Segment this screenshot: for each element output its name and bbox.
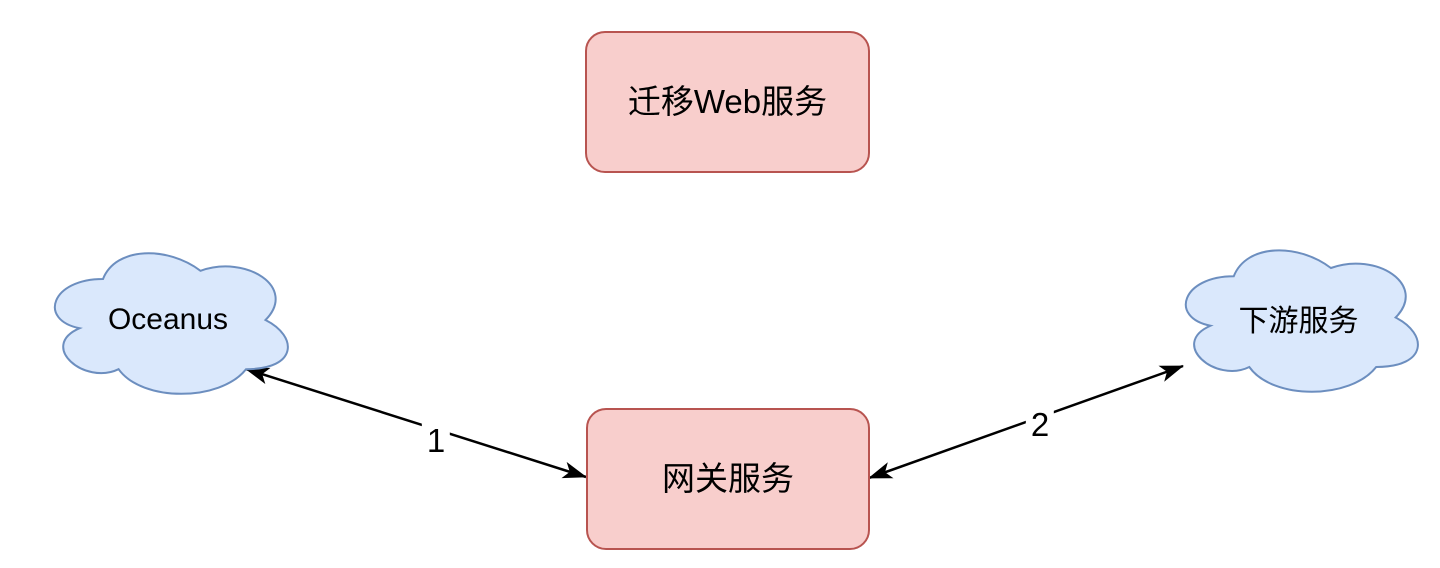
node-migrate-web-service-label: 迁移Web服务 [627,83,828,121]
node-gateway-service[interactable]: 网关服务 [586,408,870,550]
edge-oceanus-gateway[interactable] [245,367,587,479]
cloud-outline [1184,249,1419,393]
node-migrate-web-service[interactable]: 迁移Web服务 [585,31,870,173]
edge-1-label: 1 [421,422,451,460]
edge-2-label: 2 [1025,406,1055,444]
cloud-shape-oceanus[interactable] [38,238,298,402]
cloud-shape-downstream-service[interactable] [1169,235,1428,400]
cloud-outline [53,252,289,395]
node-gateway-service-label: 网关服务 [662,460,794,498]
